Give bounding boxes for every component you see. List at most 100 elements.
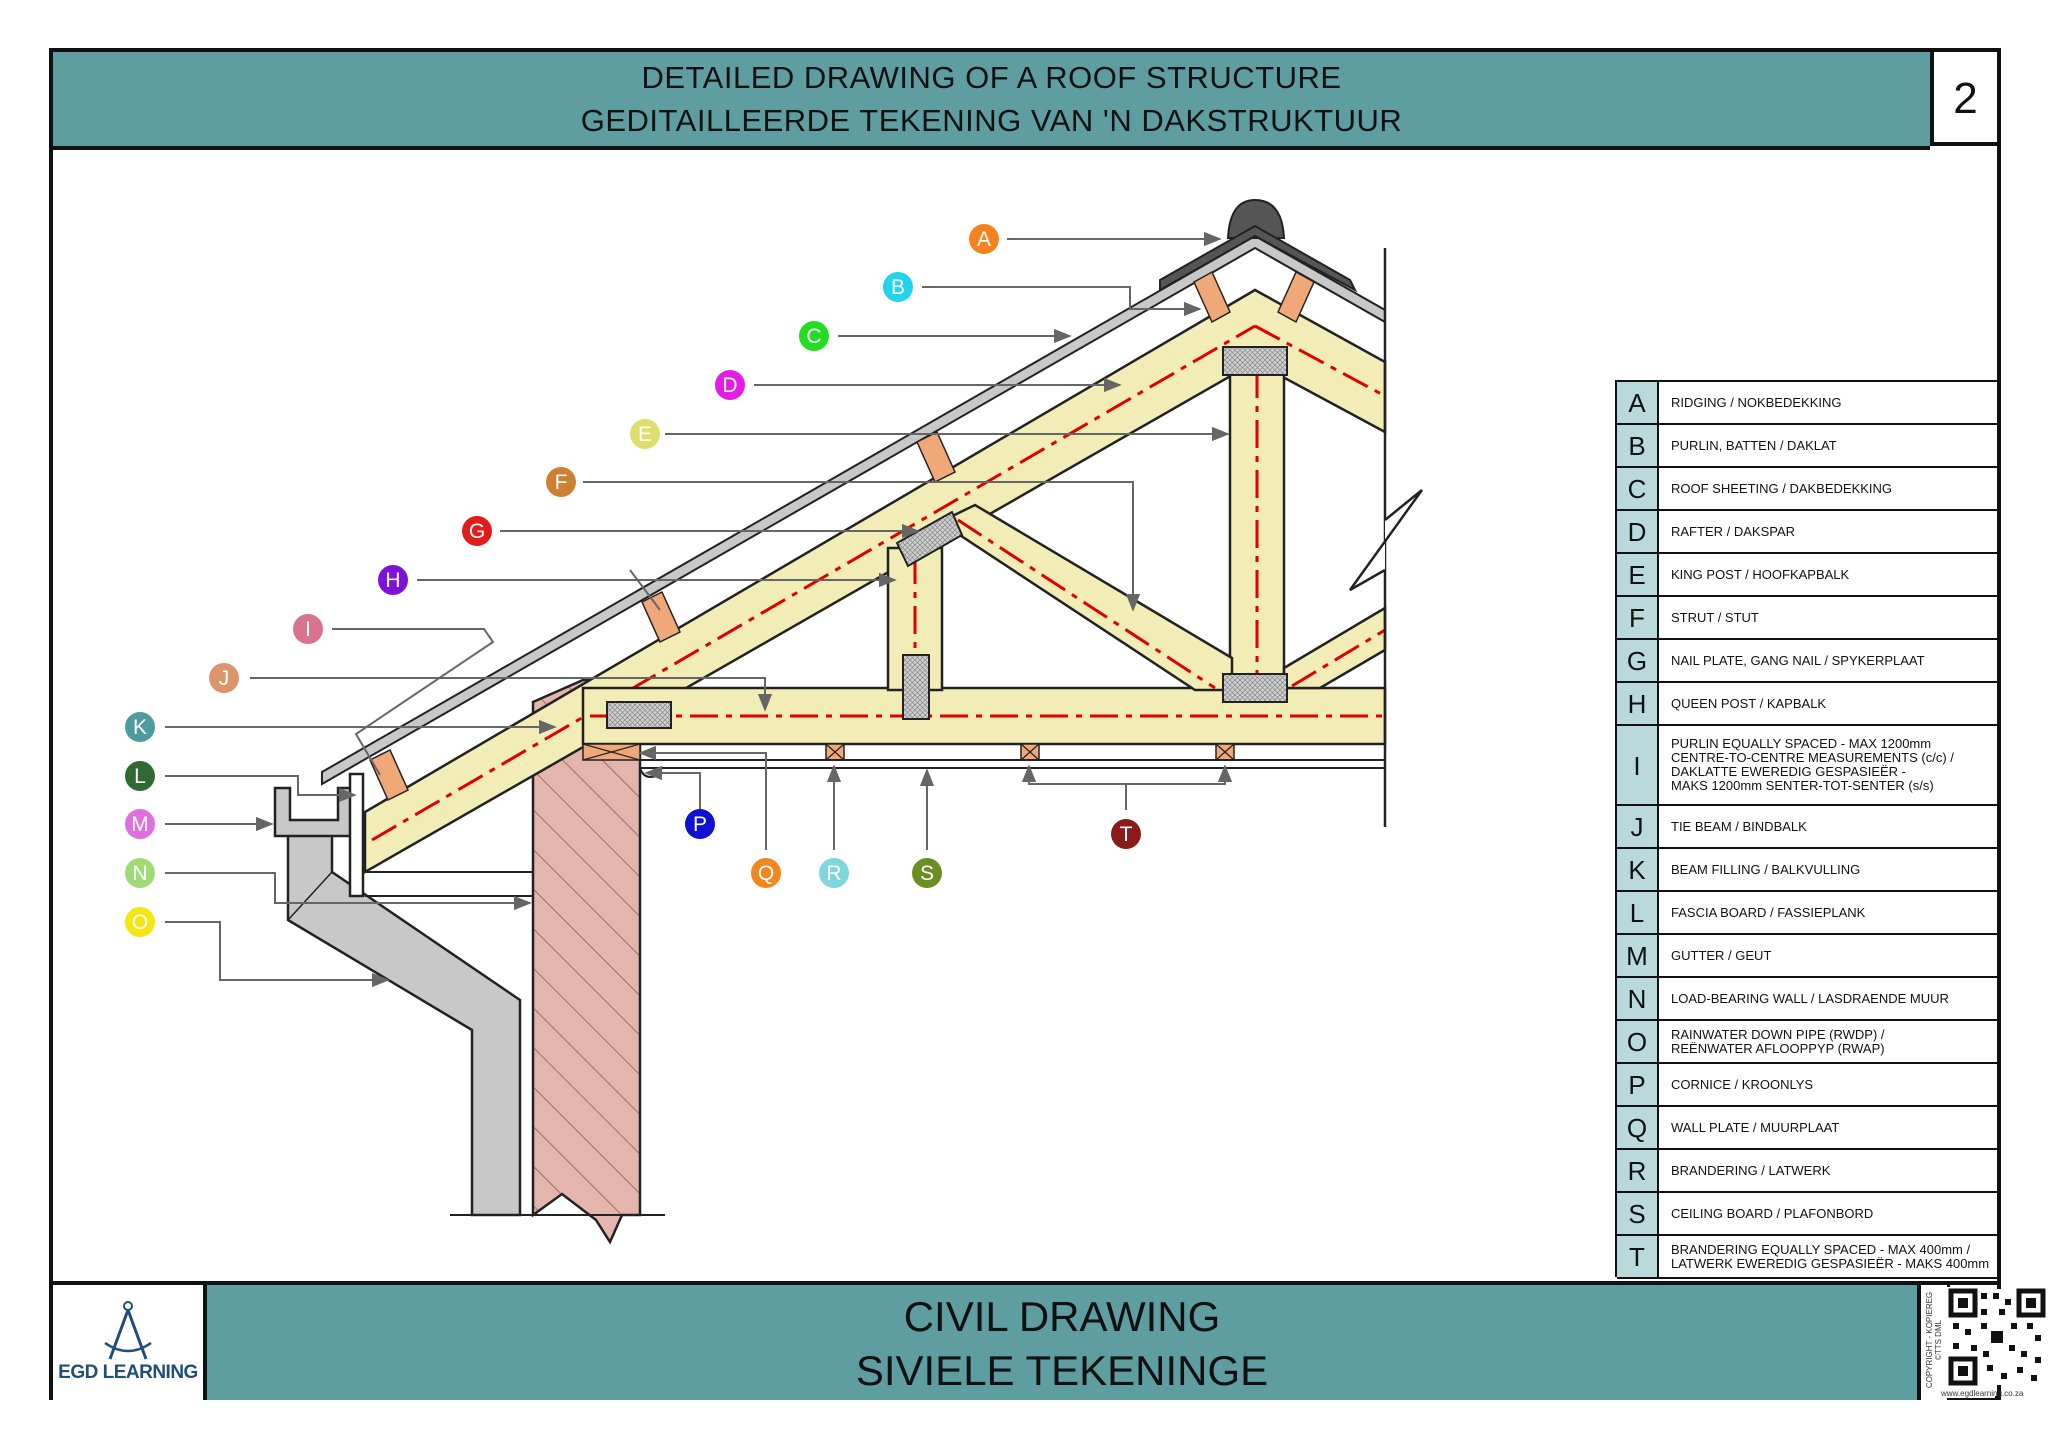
- sheet-number: 2: [1930, 52, 1997, 146]
- callout-c: C: [799, 321, 829, 351]
- logo-text: EGD LEARNING: [58, 1362, 198, 1383]
- callout-i: I: [293, 614, 323, 644]
- legend-code: D: [1617, 511, 1659, 552]
- legend-left-rule: [1615, 380, 1617, 1277]
- legend-row: B PURLIN, BATTEN / DAKLAT: [1617, 423, 1999, 466]
- leader-lines: [165, 231, 1233, 988]
- title-english: DETAILED DRAWING OF A ROOF STRUCTURE: [641, 60, 1342, 95]
- legend-code: B: [1617, 425, 1659, 466]
- legend-description: ROOF SHEETING / DAKBEDEKKING: [1671, 480, 1893, 496]
- legend-row: C ROOF SHEETING / DAKBEDEKKING: [1617, 466, 1999, 509]
- callout-l: L: [125, 761, 155, 791]
- callout-q: Q: [751, 858, 781, 888]
- legend-code: F: [1617, 597, 1659, 638]
- legend-description: PURLIN, BATTEN / DAKLAT: [1671, 437, 1837, 453]
- legend-code: A: [1617, 382, 1659, 423]
- legend-code: S: [1617, 1193, 1659, 1234]
- legend-description: NAIL PLATE, GANG NAIL / SPYKERPLAAT: [1671, 652, 1925, 668]
- legend-description: CEILING BOARD / PLAFONBORD: [1671, 1205, 1874, 1221]
- callout-a: A: [969, 224, 999, 254]
- callout-letter: L: [134, 765, 146, 788]
- callout-letter: T: [1120, 823, 1133, 846]
- legend-description: RAINWATER DOWN PIPE (RWDP) / REËNWATER A…: [1671, 1026, 1885, 1056]
- legend-code: C: [1617, 468, 1659, 509]
- copyright-strip: COPYRIGHT - KOPIEREG ©TTS DML: [1917, 1285, 1950, 1400]
- compass-logo-icon: [104, 1301, 152, 1360]
- gutter: [273, 786, 354, 838]
- legend-code: M: [1617, 935, 1659, 976]
- legend-code: O: [1617, 1021, 1659, 1062]
- nail-plates: [606, 346, 1288, 729]
- callout-letter: H: [385, 569, 400, 592]
- callout-f: F: [546, 467, 576, 497]
- callout-letter: E: [638, 423, 652, 446]
- legend-description: CORNICE / KROONLYS: [1671, 1076, 1814, 1092]
- legend-code: K: [1617, 849, 1659, 890]
- title-afrikaans: GEDITAILLEERDE TEKENING VAN 'N DAKSTRUKT…: [580, 103, 1403, 138]
- legend-row: A RIDGING / NOKBEDEKKING: [1617, 380, 1999, 423]
- callout-n: N: [125, 858, 155, 888]
- legend-code: N: [1617, 978, 1659, 1019]
- callout-o: O: [125, 907, 155, 937]
- legend-code: T: [1617, 1236, 1659, 1277]
- callout-letter: P: [693, 813, 707, 836]
- legend-code: R: [1617, 1150, 1659, 1191]
- ceiling-board: [640, 759, 1385, 769]
- legend-description: WALL PLATE / MUURPLAAT: [1671, 1119, 1840, 1135]
- legend-description: KING POST / HOOFKAPBALK: [1671, 566, 1850, 582]
- legend-description: PURLIN EQUALLY SPACED - MAX 1200mm CENTR…: [1671, 736, 1954, 793]
- callout-letter: R: [826, 862, 841, 885]
- callout-letter: B: [891, 276, 905, 299]
- strut: [937, 503, 1387, 692]
- callout-letter: G: [469, 520, 485, 543]
- legend-description: BRANDERING EQUALLY SPACED - MAX 400mm / …: [1671, 1241, 1990, 1271]
- legend-code: Q: [1617, 1107, 1659, 1148]
- legend-description: FASCIA BOARD / FASSIEPLANK: [1671, 904, 1866, 920]
- brandering: [825, 743, 1235, 761]
- legend-row: R BRANDERING / LATWERK: [1617, 1148, 1999, 1191]
- callout-s: S: [912, 858, 942, 888]
- legend-code: I: [1617, 726, 1659, 804]
- callout-letter: N: [132, 862, 147, 885]
- callout-p: P: [685, 809, 715, 839]
- qr-block: www.egdlearning.co.za: [1941, 1287, 2046, 1398]
- callout-letter: F: [555, 471, 568, 494]
- callout-g: G: [462, 516, 492, 546]
- callout-m: M: [125, 809, 155, 839]
- title-band: DETAILED DRAWING OF A ROOF STRUCTURE GED…: [53, 52, 1930, 150]
- callout-letter: C: [806, 325, 821, 348]
- callout-letter: I: [305, 618, 311, 641]
- footer-title: CIVIL DRAWING SIVIELE TEKENINGE: [207, 1285, 1917, 1400]
- callout-b: B: [883, 272, 913, 302]
- legend-code: E: [1617, 554, 1659, 595]
- website-url: www.egdlearning.co.za: [1941, 1389, 2024, 1398]
- legend-description: TIE BEAM / BINDBALK: [1671, 818, 1807, 834]
- rainwater-down-pipe: [286, 828, 522, 1217]
- callout-letter: K: [133, 716, 147, 739]
- callout-r: R: [819, 858, 849, 888]
- callout-letter: O: [132, 911, 148, 934]
- legend-description: RIDGING / NOKBEDEKKING: [1671, 394, 1842, 410]
- legend-description: BRANDERING / LATWERK: [1671, 1162, 1831, 1178]
- callout-letter: D: [722, 374, 737, 397]
- purlins: [369, 270, 1315, 802]
- callout-letter: Q: [758, 862, 774, 885]
- callout-letter: A: [977, 228, 991, 251]
- callout-h: H: [378, 565, 408, 595]
- footer-band: EGD LEARNING CIVIL DRAWING SIVIELE TEKEN…: [53, 1281, 2046, 1400]
- footer-line-1: CIVIL DRAWING: [903, 1293, 1221, 1340]
- callout-d: D: [715, 370, 745, 400]
- ridging: [1159, 198, 1358, 293]
- legend-row: E KING POST / HOOFKAPBALK: [1617, 552, 1999, 595]
- legend-code: H: [1617, 683, 1659, 724]
